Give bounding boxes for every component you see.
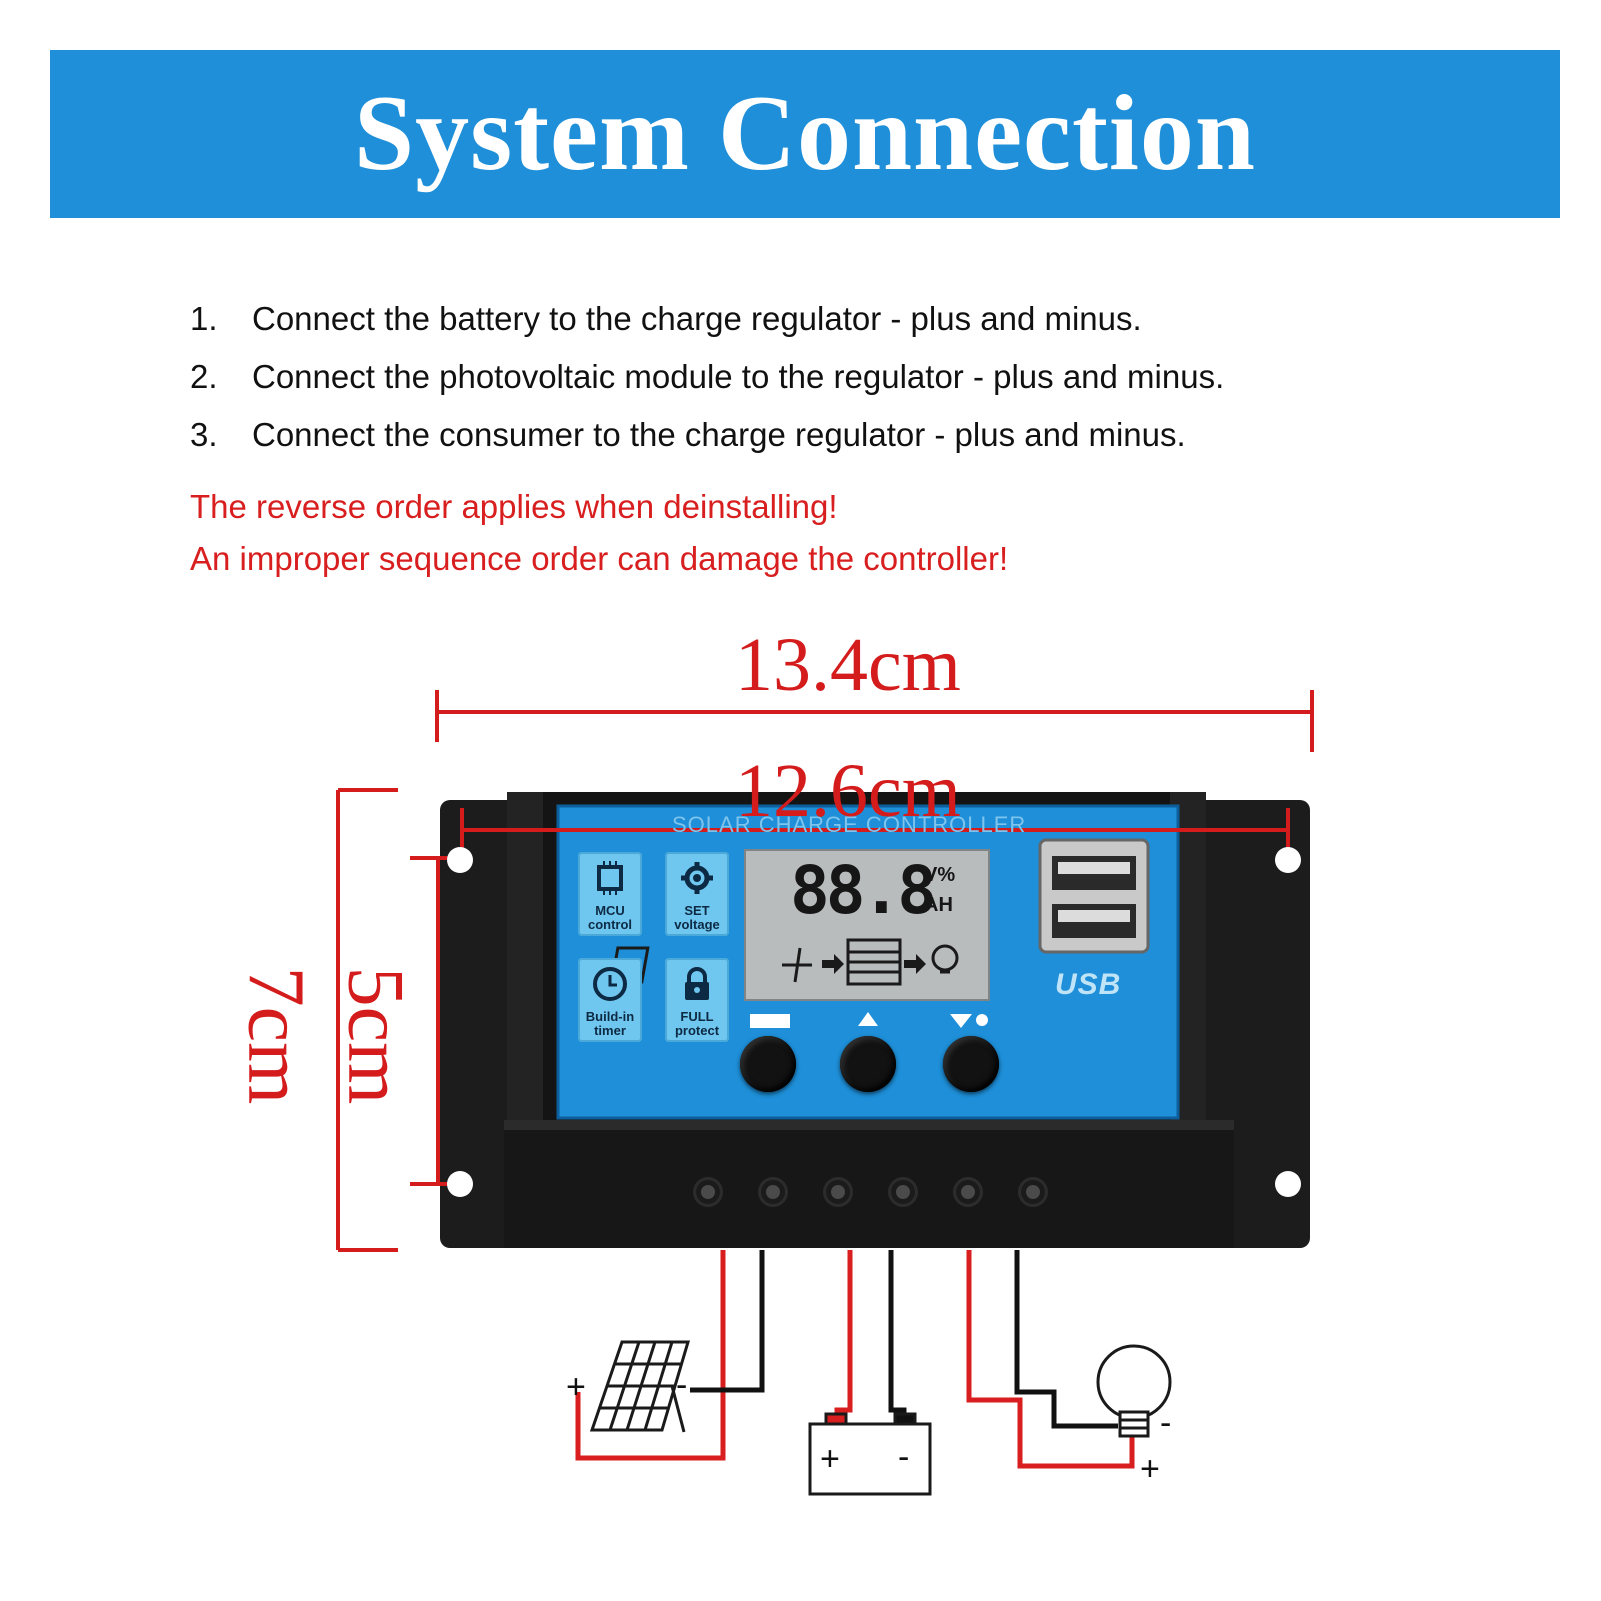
- step-text: Connect the photovoltaic module to the r…: [252, 358, 1225, 395]
- hole-height-label: 5cm: [331, 966, 420, 1105]
- title-banner: System Connection: [50, 50, 1560, 218]
- solar-minus-sign: -: [676, 1366, 688, 1404]
- mounting-hole: [447, 1171, 473, 1197]
- terminal-load-positive: [953, 1177, 983, 1207]
- hole-width-dimension-line: [460, 808, 1290, 852]
- load-plus-sign: +: [1140, 1450, 1160, 1488]
- down-button[interactable]: [943, 1036, 999, 1092]
- terminal-load-negative: [1018, 1177, 1048, 1207]
- step-number: 3.: [190, 416, 218, 453]
- instruction-step-2: 2. Connect the photovoltaic module to the…: [190, 348, 1224, 406]
- clock-icon: [593, 967, 627, 1001]
- usb-label: USB: [1055, 968, 1122, 1001]
- load-minus-sign: -: [1160, 1404, 1172, 1442]
- battery-plus-sign: +: [820, 1440, 840, 1478]
- overall-height-label: 7cm: [231, 966, 320, 1105]
- lcd-display: [610, 849, 990, 1001]
- lcd-digits: 88.8: [790, 852, 937, 929]
- lcd-unit-top: V%: [924, 864, 956, 886]
- step-number: 1.: [190, 300, 218, 337]
- overall-height-dimension-line: [336, 788, 398, 1252]
- step-number: 2.: [190, 358, 218, 395]
- usb-ports: [1038, 838, 1150, 954]
- lcd-unit-bottom: AH: [924, 894, 953, 916]
- warning-damage: An improper sequence order can damage th…: [190, 540, 1009, 577]
- instruction-step-1: 1. Connect the battery to the charge regu…: [190, 290, 1224, 348]
- light-bulb-icon: [1096, 1344, 1172, 1438]
- hole-width-label: 12.6cm: [735, 749, 961, 833]
- up-button[interactable]: [840, 1036, 896, 1092]
- overall-width-label: 13.4cm: [735, 623, 961, 707]
- step-text: Connect the battery to the charge regula…: [252, 300, 1142, 337]
- terminal-solar-positive: [693, 1177, 723, 1207]
- lock-icon: [685, 967, 709, 1000]
- battery-icon: [808, 1412, 932, 1496]
- terminal-battery-negative: [888, 1177, 918, 1207]
- overall-width-dimension-line: [435, 690, 1314, 752]
- mounting-hole: [447, 847, 473, 873]
- instruction-step-3: 3. Connect the consumer to the charge reg…: [190, 406, 1224, 464]
- battery-minus-sign: -: [898, 1438, 910, 1476]
- panel-title: SOLAR CHARGE CONTROLLER: [672, 812, 1027, 837]
- terminal-solar-negative: [758, 1177, 788, 1207]
- instruction-list: 1. Connect the battery to the charge regu…: [190, 290, 1224, 464]
- warning-reverse-order: The reverse order applies when deinstall…: [190, 488, 838, 525]
- terminal-battery-positive: [823, 1177, 853, 1207]
- mounting-hole: [1275, 847, 1301, 873]
- chip-icon: [597, 861, 623, 895]
- button-glyphs: [750, 1012, 988, 1028]
- gear-icon: [681, 862, 713, 894]
- page-title: System Connection: [354, 74, 1256, 193]
- solar-panel-icon: [589, 1340, 691, 1433]
- menu-button[interactable]: [740, 1036, 796, 1092]
- solar-plus-sign: +: [566, 1368, 586, 1406]
- step-text: Connect the consumer to the charge regul…: [252, 416, 1186, 453]
- mounting-hole: [1275, 1171, 1301, 1197]
